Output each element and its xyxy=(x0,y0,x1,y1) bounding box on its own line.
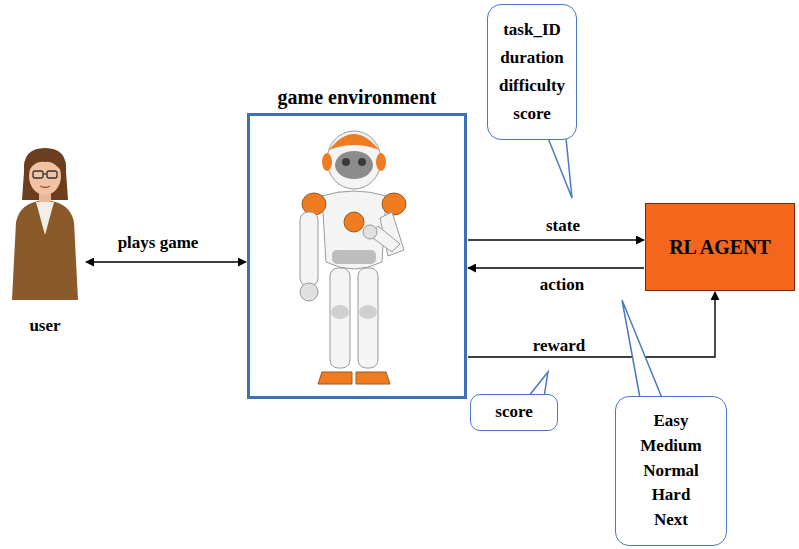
user-glasses xyxy=(47,171,57,178)
user-icon xyxy=(12,148,78,300)
node-text: user xyxy=(29,316,60,336)
robot-chest xyxy=(344,212,364,232)
callout-tail xyxy=(548,138,572,198)
text-group: score xyxy=(495,402,532,422)
robot-foot xyxy=(356,372,390,384)
box-heading: game environment xyxy=(277,85,436,109)
text-group: RL AGENT xyxy=(669,235,771,259)
robot-arm xyxy=(300,212,318,286)
connector-arrow xyxy=(468,239,644,240)
robot-knee xyxy=(331,305,349,319)
robot-hand xyxy=(300,283,318,301)
edge-label: plays game xyxy=(116,233,201,253)
node-text: task_ID xyxy=(503,16,561,44)
user-hair xyxy=(22,148,68,200)
text-group: task_IDdurationdifficultyscore xyxy=(499,16,565,128)
node-text: Medium xyxy=(640,434,701,459)
user-shirt xyxy=(36,202,54,235)
user-glasses xyxy=(43,173,47,174)
robot-eye xyxy=(358,158,366,166)
agent-box: RL AGENT xyxy=(645,203,795,291)
user-fringe xyxy=(29,156,61,170)
text-group: user xyxy=(29,316,60,336)
edge-label: action xyxy=(538,275,586,295)
node-text: difficulty xyxy=(499,72,565,100)
connector-arrow xyxy=(86,261,246,262)
user-figure: user xyxy=(5,140,85,340)
robot-shoulder xyxy=(382,193,406,215)
callout-bubble: EasyMediumNormalHardNext xyxy=(615,396,727,546)
robot-torso xyxy=(322,191,386,269)
user-jacket xyxy=(12,200,78,300)
node-text: Normal xyxy=(643,459,699,484)
robot-shoulder xyxy=(302,193,326,215)
robot-leg xyxy=(358,268,378,368)
robot-ear xyxy=(322,153,332,171)
connector-arrow xyxy=(468,292,715,357)
robot-knee xyxy=(359,305,377,319)
connector-arrow xyxy=(468,267,644,268)
game-environment-box: game environment xyxy=(247,113,467,399)
node-text: Next xyxy=(654,508,688,533)
robot-foot xyxy=(318,372,352,384)
callout-bubble: task_IDdurationdifficultyscore xyxy=(487,4,577,140)
robot-hip xyxy=(332,250,376,264)
text-group: game environment xyxy=(277,85,436,109)
edge-label: state xyxy=(544,216,582,236)
node-text: Hard xyxy=(652,483,691,508)
node-text: duration xyxy=(500,44,563,72)
robot-head xyxy=(327,131,381,189)
node-text: score xyxy=(495,402,532,422)
node-text: Easy xyxy=(654,409,689,434)
callout-bubble: score xyxy=(470,394,558,431)
robot-cap xyxy=(329,134,379,150)
node-text: score xyxy=(513,100,550,128)
node-text: RL AGENT xyxy=(669,235,771,259)
user-mouth xyxy=(40,186,50,188)
robot-hand xyxy=(363,225,377,239)
robot-illustration xyxy=(300,131,406,384)
callout-tail xyxy=(622,300,662,398)
robot-ear xyxy=(376,153,386,171)
user-glasses xyxy=(33,171,43,178)
edge-label: reward xyxy=(531,336,588,356)
robot-face xyxy=(335,151,373,179)
robot-leg xyxy=(330,268,350,368)
robot-eye xyxy=(342,158,350,166)
text-group: EasyMediumNormalHardNext xyxy=(640,409,701,532)
